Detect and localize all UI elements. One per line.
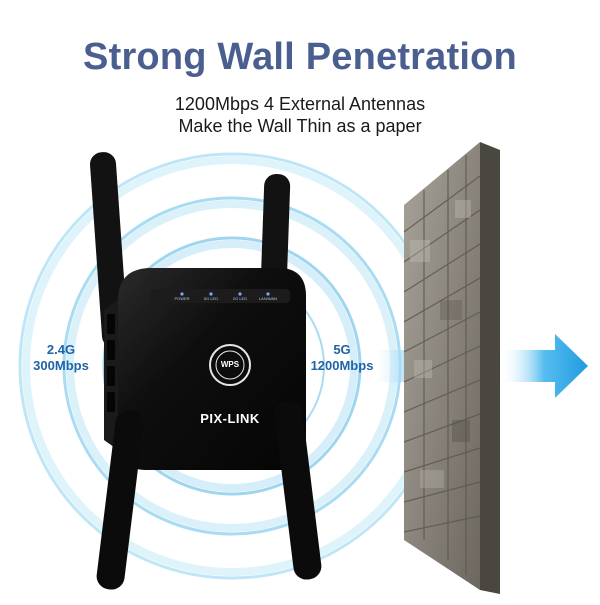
band-5g-label: 5G 1200Mbps [304, 342, 380, 374]
band-5g-frequency: 5G [333, 342, 351, 357]
band-24g-frequency: 2.4G [46, 342, 76, 357]
led-label-2g: 2G LED [232, 296, 248, 301]
led-label-lan-wan: LAN/WAN [258, 296, 278, 301]
right-arrow-icon [500, 334, 588, 398]
band-24g-label: 2.4G 300Mbps [26, 342, 96, 374]
extender-device [104, 268, 306, 470]
brick-wall [404, 142, 500, 594]
antenna-front-left [96, 410, 144, 590]
band-24g-speed: 300Mbps [33, 358, 89, 373]
device-brand-logo: PIX-LINK [200, 411, 260, 426]
led-label-power: POWER [174, 296, 190, 301]
page-title: Strong Wall Penetration [83, 36, 517, 78]
band-5g-speed: 1200Mbps [310, 358, 374, 373]
subtitle-line-1: 1200Mbps 4 External Antennas [174, 94, 426, 114]
subtitle-line-2: Make the Wall Thin as a paper [178, 116, 422, 136]
antenna-front-right [274, 400, 322, 580]
led-label-5g: 5G LED [203, 296, 219, 301]
wps-button-label: WPS [220, 360, 240, 369]
